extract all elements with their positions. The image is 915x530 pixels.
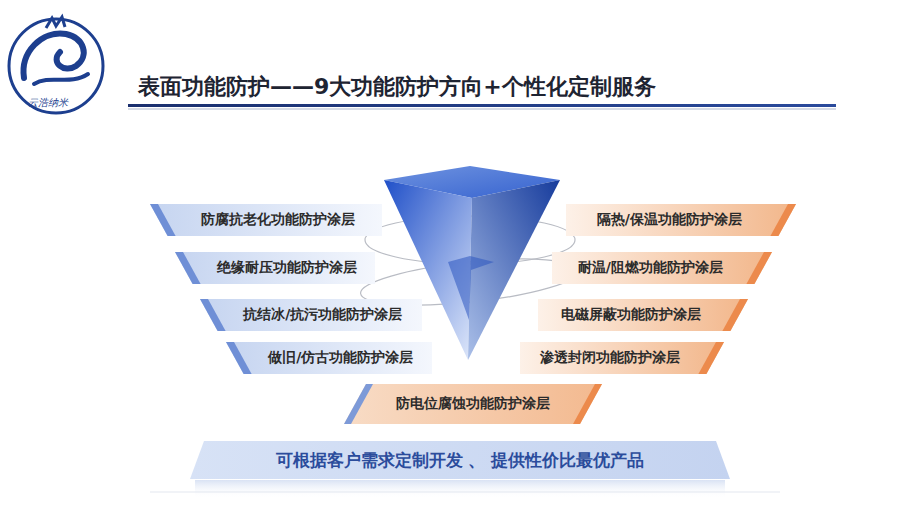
band-reflection [195, 480, 725, 498]
banner-fill [344, 384, 602, 424]
logo-wave [34, 74, 88, 84]
coating-banner: 抗结冰/抗污功能防护涂层 [200, 299, 422, 331]
pyramid-inner [448, 256, 494, 320]
banner-accent [226, 342, 252, 374]
banner-fill [520, 342, 724, 374]
banner-accent [746, 252, 772, 284]
logo-ring [9, 19, 103, 113]
banner-accent [175, 252, 201, 284]
banner-fill [226, 342, 432, 374]
banner-label: 做旧/仿古功能防护涂层 [268, 349, 413, 367]
band-fill [190, 441, 730, 479]
banner-accent [722, 299, 748, 331]
coating-banner: 渗透封闭功能防护涂层 [520, 342, 724, 374]
logo-dragon [24, 34, 84, 78]
slide-title: 表面功能防护——9大功能防护方向+个性化定制服务 [138, 72, 656, 102]
banner-fill [175, 252, 375, 284]
banner-label: 防电位腐蚀功能防护涂层 [396, 395, 550, 413]
coating-banner: 电磁屏蔽功能防护涂层 [538, 299, 748, 331]
banner-fill [538, 299, 748, 331]
coating-banner: 绝缘耐压功能防护涂层 [175, 252, 375, 284]
coating-banner: 防电位腐蚀功能防护涂层 [344, 384, 602, 424]
coating-banner: 耐温/阻燃功能防护涂层 [552, 252, 772, 284]
banner-fill [150, 204, 382, 236]
banner-label: 绝缘耐压功能防护涂层 [217, 259, 357, 277]
banner-fill [200, 299, 422, 331]
coating-banner: 做旧/仿古功能防护涂层 [226, 342, 432, 374]
floor-line [150, 492, 780, 493]
banner-label: 隔热/保温功能防护涂层 [597, 211, 742, 229]
banner-accent [200, 299, 226, 331]
underline-shadow [128, 108, 836, 110]
coating-banner: 防腐抗老化功能防护涂层 [150, 204, 382, 236]
banner-accent [150, 204, 176, 236]
coating-banner: 隔热/保温功能防护涂层 [566, 204, 796, 236]
pyramid-right-face [468, 180, 560, 360]
banner-accent [770, 204, 796, 236]
banner-label: 可根据客户需求定制开发 、 提供性价比最优产品 [276, 449, 645, 472]
banner-accent [698, 342, 724, 374]
banner-label: 抗结冰/抗污功能防护涂层 [243, 306, 402, 324]
banner-label: 电磁屏蔽功能防护涂层 [561, 306, 701, 324]
banner-accent [344, 384, 373, 424]
banner-fill [566, 204, 796, 236]
logo-text: 云浩纳米 [28, 96, 68, 110]
banner-accent [573, 384, 602, 424]
banner-label: 耐温/阻燃功能防护涂层 [578, 259, 723, 277]
banner-fill [552, 252, 772, 284]
banner-label: 渗透封闭功能防护涂层 [540, 349, 680, 367]
summary-band: 可根据客户需求定制开发 、 提供性价比最优产品 [190, 441, 730, 479]
title-underline [128, 104, 836, 107]
logo-horn [46, 17, 65, 28]
banner-label: 防腐抗老化功能防护涂层 [201, 211, 355, 229]
